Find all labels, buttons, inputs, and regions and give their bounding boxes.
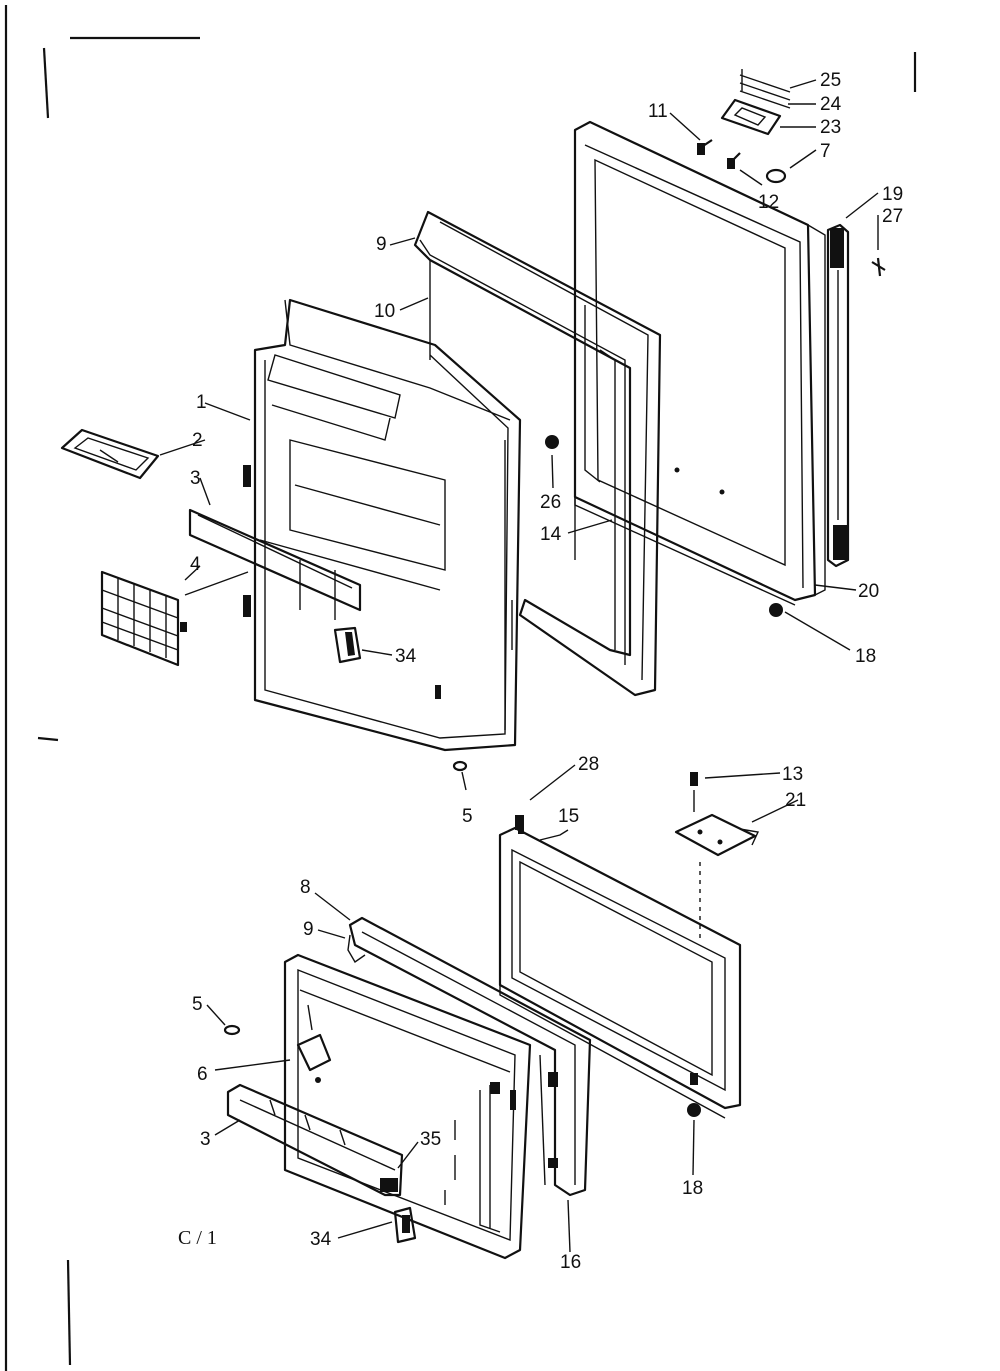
label-part-3: 3 — [190, 468, 201, 489]
label-part-9-upper: 9 — [376, 234, 387, 255]
part-6-clip — [296, 1004, 332, 1083]
label-part-5-upper: 5 — [462, 806, 473, 827]
part-21-hinge-plate — [674, 772, 760, 940]
handle-trim-parts — [697, 69, 791, 184]
label-part-14: 14 — [540, 524, 562, 545]
part-3-lower-bar — [226, 1083, 404, 1197]
label-part-1: 1 — [196, 392, 207, 413]
part-labels: 1 2 3 4 34 9 10 26 14 11 25 24 23 7 12 1… — [178, 70, 903, 1273]
part-34-lower-clip — [393, 1206, 417, 1244]
label-part-23: 23 — [820, 117, 841, 138]
label-part-3-lower: 3 — [200, 1129, 211, 1150]
part-4-grid-panel — [100, 570, 187, 667]
part-5-lower-screw — [223, 1024, 241, 1036]
lower-door-liner — [283, 953, 532, 1260]
part-15-lower-frame — [498, 826, 742, 1119]
label-part-8: 8 — [300, 877, 311, 898]
lower-gasket — [347, 916, 592, 1197]
label-part-7: 7 — [820, 141, 831, 162]
label-part-15: 15 — [558, 806, 579, 827]
upper-door-liner — [243, 298, 522, 752]
leader-lines — [159, 79, 879, 1253]
upper-outer-door-panel — [573, 120, 826, 606]
label-part-10: 10 — [374, 301, 395, 322]
label-part-5-lower: 5 — [192, 994, 203, 1015]
label-part-2: 2 — [192, 430, 203, 451]
part-18-upper-plug — [769, 603, 783, 617]
part-3-bar — [188, 508, 362, 612]
label-part-12: 12 — [758, 192, 779, 213]
label-part-19: 19 — [882, 184, 903, 205]
part-2-tray — [60, 428, 160, 480]
label-part-27: 27 — [882, 206, 903, 227]
label-part-6: 6 — [197, 1064, 208, 1085]
diagram-code-label: C / 1 — [178, 1227, 217, 1249]
upper-gasket-frame — [413, 210, 662, 697]
label-part-4: 4 — [190, 554, 201, 575]
label-part-18-upper: 18 — [855, 646, 876, 667]
label-part-16: 16 — [560, 1252, 581, 1273]
part-5-upper-screw — [452, 760, 468, 772]
label-part-11: 11 — [648, 101, 668, 122]
part-18-lower-plug — [687, 1103, 701, 1117]
label-part-25: 25 — [820, 70, 841, 91]
label-part-13: 13 — [782, 764, 803, 785]
part-28-bushing — [515, 815, 524, 830]
label-part-20: 20 — [858, 581, 879, 602]
part-19-hinge-bar — [826, 223, 886, 568]
part-34-upper-clip — [333, 626, 362, 664]
label-part-34-lower: 34 — [310, 1229, 332, 1250]
label-part-21: 21 — [785, 790, 806, 811]
label-part-28: 28 — [578, 754, 599, 775]
label-part-9-lower: 9 — [303, 919, 314, 940]
part-26-plug — [545, 435, 559, 449]
label-part-26: 26 — [540, 492, 561, 513]
label-part-34-upper: 34 — [395, 646, 417, 667]
scan-marks — [4, 5, 917, 1371]
label-part-24: 24 — [820, 94, 842, 115]
label-part-18-lower: 18 — [682, 1178, 703, 1199]
label-part-35: 35 — [420, 1129, 441, 1150]
